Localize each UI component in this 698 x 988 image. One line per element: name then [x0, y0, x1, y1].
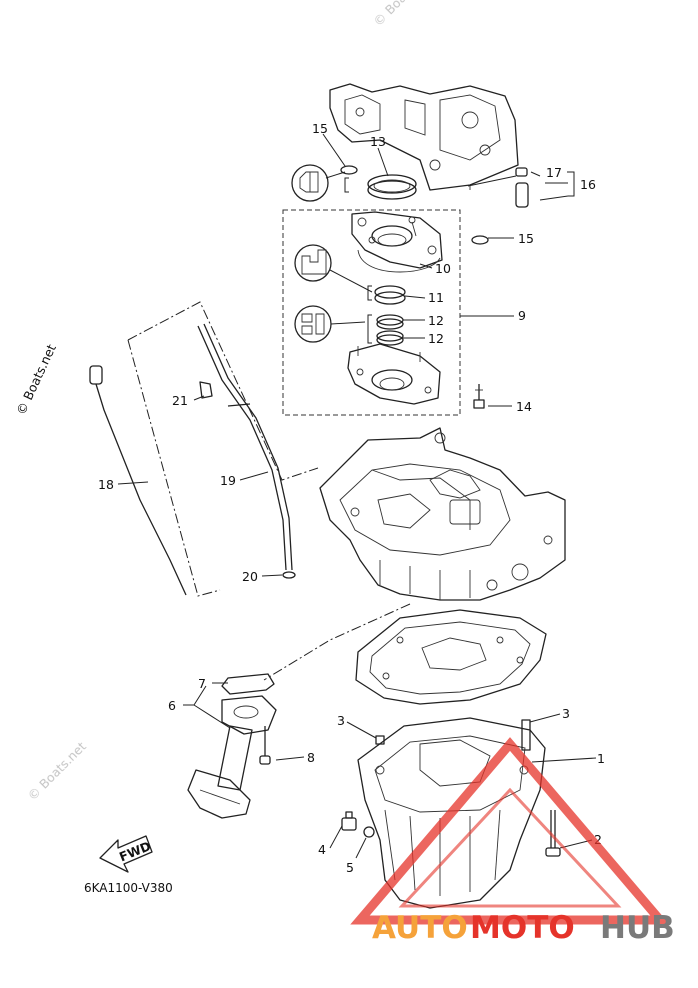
bracket-12 [367, 314, 372, 344]
upper-casing-part [351, 211, 443, 269]
dowel-pin-part [515, 167, 529, 208]
group-boundary-lower [127, 339, 221, 597]
group-boundary-strainer [263, 603, 411, 681]
gasket-part [357, 249, 441, 273]
drain-plug-part [341, 811, 357, 831]
forward-arrow-icon: FWD [99, 835, 153, 873]
callout-13: 13 [370, 134, 386, 149]
cylinder-block-part [329, 83, 519, 191]
guide-o-ring-part [282, 571, 296, 579]
logo-part-moto: MOTO [470, 910, 575, 946]
watermark-side: © Boats.net [13, 342, 59, 418]
callout-18: 18 [98, 477, 114, 492]
drain-gasket-part [363, 826, 375, 838]
callout-16: 16 [580, 177, 596, 192]
callout-14: 14 [516, 399, 532, 414]
callout-20: 20 [242, 569, 258, 584]
diagram-code: 6KA1100-V380 [84, 881, 173, 895]
o-ring-part-right [471, 235, 489, 245]
seal-detail-bubble-mid [294, 244, 373, 293]
callout-21: 21 [172, 393, 188, 408]
logo-part-auto: AUTO [372, 910, 468, 946]
dipstick-guide-part [197, 323, 293, 571]
callout-12-upper: 12 [428, 313, 444, 328]
dowel-pin-part-3b [521, 719, 531, 751]
callout-5: 5 [346, 860, 354, 875]
callout-9: 9 [518, 308, 526, 323]
seal-detail-bubble-low [294, 305, 366, 343]
dowel-pin-part-3a [375, 735, 385, 745]
fwd-label: FWD [117, 838, 153, 864]
logo-part-hub: HUB [600, 910, 675, 946]
callout-10: 10 [435, 261, 451, 276]
group-boundary-upper [127, 301, 319, 481]
callout-19: 19 [220, 473, 236, 488]
callout-3-left: 3 [337, 713, 345, 728]
watermark-faint-left: © Boats.net [24, 739, 89, 804]
assembly-group-box [282, 209, 461, 416]
bolt-part-21 [199, 381, 213, 399]
automotohub-logo: AUTO MOTO HUB [350, 737, 675, 946]
bracket-15 [344, 177, 349, 193]
leader-lines [117, 133, 597, 859]
callout-11: 11 [428, 290, 444, 305]
bracket-11 [367, 285, 372, 301]
strainer-gasket-part [221, 673, 275, 695]
oil-seal-ring-part [367, 174, 417, 200]
o-ring-part [340, 165, 358, 175]
bolt-part-8 [259, 726, 271, 765]
bolt-part-14 [473, 384, 485, 409]
callout-12-lower: 12 [428, 331, 444, 346]
callout-1: 1 [597, 751, 605, 766]
callout-3-right: 3 [562, 706, 570, 721]
watermark-faint-top: © Boats.net [370, 0, 435, 29]
bolt-part-2 [545, 810, 561, 857]
oil-seal-part [374, 285, 406, 305]
oil-seal-housing-part [347, 343, 441, 405]
exhaust-guide-part [319, 427, 566, 601]
callout-6: 6 [168, 698, 176, 713]
callout-2: 2 [594, 832, 602, 847]
callout-17: 17 [546, 165, 562, 180]
callout-numbers: 15 13 17 16 15 10 11 12 12 9 14 21 18 19… [98, 121, 605, 875]
callout-4: 4 [318, 842, 326, 857]
callout-15-right: 15 [518, 231, 534, 246]
callout-15-top: 15 [312, 121, 328, 136]
callout-8: 8 [307, 750, 315, 765]
faint-watermarks: © Boats.net © Boats.net [24, 0, 434, 803]
oil-pan-gasket-part [355, 609, 547, 705]
oil-seal-pair-part [376, 314, 404, 346]
dipstick-part [89, 365, 187, 596]
callout-7: 7 [198, 676, 206, 691]
seal-detail-bubble-top [291, 164, 346, 202]
oil-strainer-part [187, 695, 277, 819]
